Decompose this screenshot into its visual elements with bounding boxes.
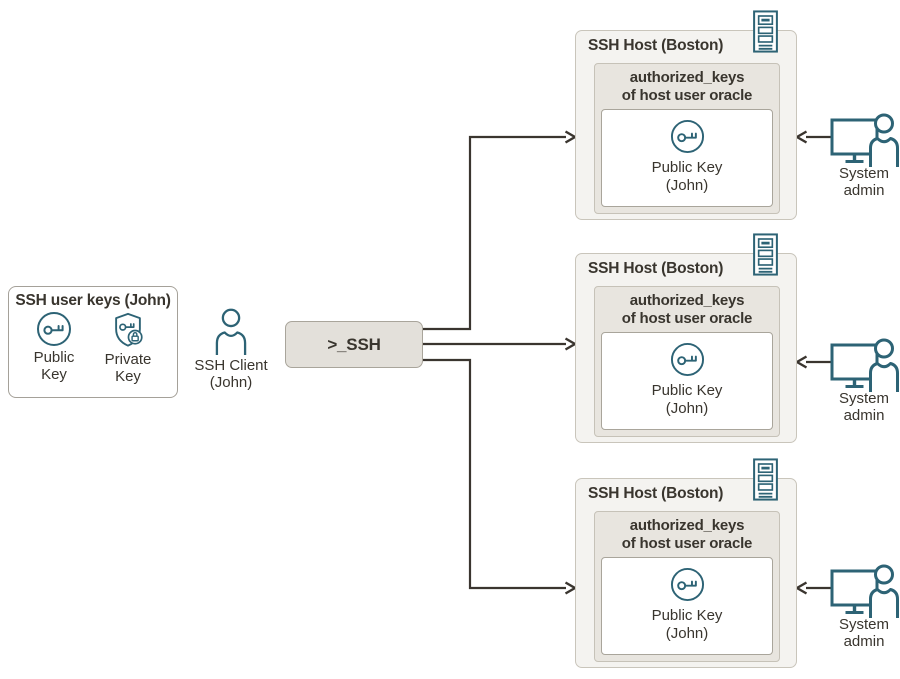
host-title: SSH Host (Boston) (588, 37, 724, 54)
ssh-client-label-line2: (John) (209, 373, 253, 391)
public-key-item: Public Key (18, 311, 90, 383)
authorized-keys-line1: authorized_keys (629, 69, 745, 86)
public-key-icon (670, 342, 705, 377)
public-key-card: Public Key (John) (601, 332, 773, 430)
arrowhead-right (564, 130, 578, 144)
server-rack-icon (750, 231, 781, 278)
private-key-label-line1: Private (104, 351, 152, 368)
host-title: SSH Host (Boston) (588, 485, 724, 502)
public-key-line2: (John) (665, 624, 709, 642)
public-key-card: Public Key (John) (601, 557, 773, 655)
arrow-ssh-to-host1 (423, 135, 566, 331)
authorized-keys-label: authorized_keys of host user oracle (595, 512, 779, 552)
authorized-keys-label: authorized_keys of host user oracle (595, 287, 779, 327)
public-key-label-line1: Public (33, 349, 75, 366)
public-key-card: Public Key (John) (601, 109, 773, 207)
public-key-icon (36, 311, 72, 347)
system-admin-line1: System (838, 165, 889, 182)
ssh-host-box-2: SSH Host (Boston) authorized_keys of hos… (575, 253, 797, 443)
ssh-host-box-1: SSH Host (Boston) authorized_keys of hos… (575, 30, 797, 220)
ssh-client-label-line1: SSH Client (194, 357, 268, 374)
authorized-keys-line2: of host user oracle (621, 309, 753, 327)
private-key-label-line2: Key (115, 367, 141, 385)
public-key-icon (670, 567, 705, 602)
arrowhead-right (564, 581, 578, 595)
private-key-item: Private Key (90, 311, 166, 385)
system-admin-line2: admin (843, 182, 885, 199)
authorized-keys-line1: authorized_keys (629, 292, 745, 309)
ssh-command-label: >_SSH (327, 334, 381, 354)
authorized-keys-label: authorized_keys of host user oracle (595, 64, 779, 104)
public-key-label: Public Key (John) (652, 607, 723, 642)
public-key-label: Public Key (John) (652, 159, 723, 194)
public-key-icon (670, 119, 705, 154)
arrow-ssh-to-host3 (423, 358, 566, 590)
server-rack-icon (750, 8, 781, 55)
private-key-shield-lock-icon (109, 311, 147, 349)
system-admin-label: System admin (822, 616, 900, 650)
authorized-keys-panel: authorized_keys of host user oracle Publ… (594, 511, 780, 662)
private-key-label: Private Key (90, 351, 166, 385)
ssh-command-box: >_SSH (285, 321, 423, 368)
system-admin-line2: admin (843, 407, 885, 424)
arrowhead-left (794, 130, 808, 144)
system-admin-label: System admin (822, 390, 900, 424)
system-admin-label: System admin (822, 165, 900, 199)
public-key-line1: Public Key (651, 382, 723, 399)
ssh-client-label: SSH Client (John) (189, 357, 273, 391)
public-key-label-line2: Key (41, 365, 67, 383)
authorized-keys-panel: authorized_keys of host user oracle Publ… (594, 63, 780, 214)
ssh-host-box-3: SSH Host (Boston) authorized_keys of hos… (575, 478, 797, 668)
host-title: SSH Host (Boston) (588, 260, 724, 277)
public-key-line2: (John) (665, 176, 709, 194)
arrowhead-right (564, 337, 578, 351)
public-key-label: Public Key (18, 349, 90, 383)
admin-monitor-person-icon (829, 336, 899, 392)
system-admin-line2: admin (843, 633, 885, 650)
authorized-keys-panel: authorized_keys of host user oracle Publ… (594, 286, 780, 437)
ssh-client-person-icon (207, 308, 255, 356)
public-key-line2: (John) (665, 399, 709, 417)
system-admin-line1: System (838, 616, 889, 633)
admin-monitor-person-icon (829, 562, 899, 618)
arrowhead-left (794, 581, 808, 595)
public-key-line1: Public Key (651, 159, 723, 176)
system-admin-line1: System (838, 390, 889, 407)
server-rack-icon (750, 456, 781, 503)
public-key-label: Public Key (John) (652, 382, 723, 417)
arrowhead-left (794, 355, 808, 369)
admin-monitor-person-icon (829, 111, 899, 167)
authorized-keys-line1: authorized_keys (629, 517, 745, 534)
public-key-line1: Public Key (651, 607, 723, 624)
authorized-keys-line2: of host user oracle (621, 534, 753, 552)
ssh-user-keys-title: SSH user keys (John) (15, 292, 171, 309)
ssh-user-keys-box: SSH user keys (John) Public Key Private … (8, 286, 178, 398)
authorized-keys-line2: of host user oracle (621, 86, 753, 104)
